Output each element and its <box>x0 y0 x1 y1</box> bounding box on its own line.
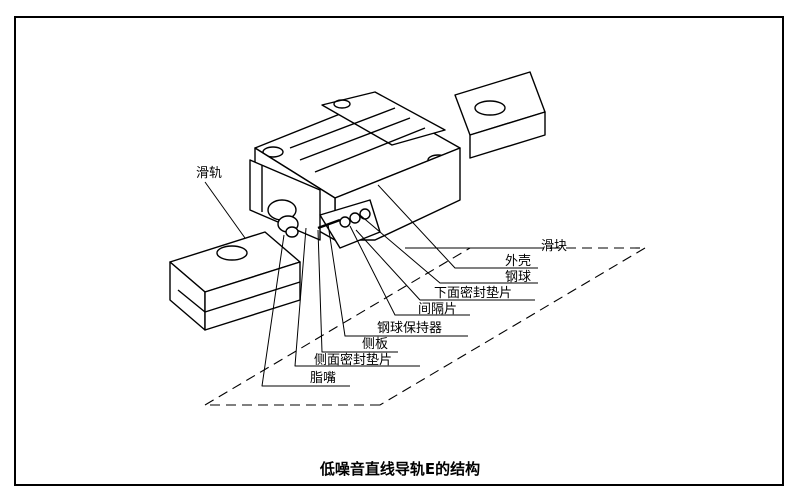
rail-back <box>454 71 546 159</box>
label-grease-nipple: 脂嘴 <box>310 371 337 386</box>
figure-frame <box>14 16 784 486</box>
label-side-plate: 侧板 <box>362 337 389 352</box>
label-side-seal: 侧面密封垫片 <box>314 353 393 368</box>
grease-nipple <box>267 199 299 238</box>
label-ball-retainer: 钢球保持器 <box>377 321 443 336</box>
label-housing: 外壳 <box>505 254 532 269</box>
rail-front <box>169 231 301 331</box>
dashed-outline <box>204 247 646 406</box>
leader-lines <box>204 181 538 387</box>
figure-caption: 低噪音直线导轨E的结构 <box>319 460 481 478</box>
label-steel-ball: 钢球 <box>505 270 532 285</box>
label-bottom-seal: 下面密封垫片 <box>434 286 513 301</box>
label-slider: 滑块 <box>541 239 568 254</box>
label-rail: 滑轨 <box>196 166 223 181</box>
label-spacer: 间隔片 <box>418 302 458 317</box>
